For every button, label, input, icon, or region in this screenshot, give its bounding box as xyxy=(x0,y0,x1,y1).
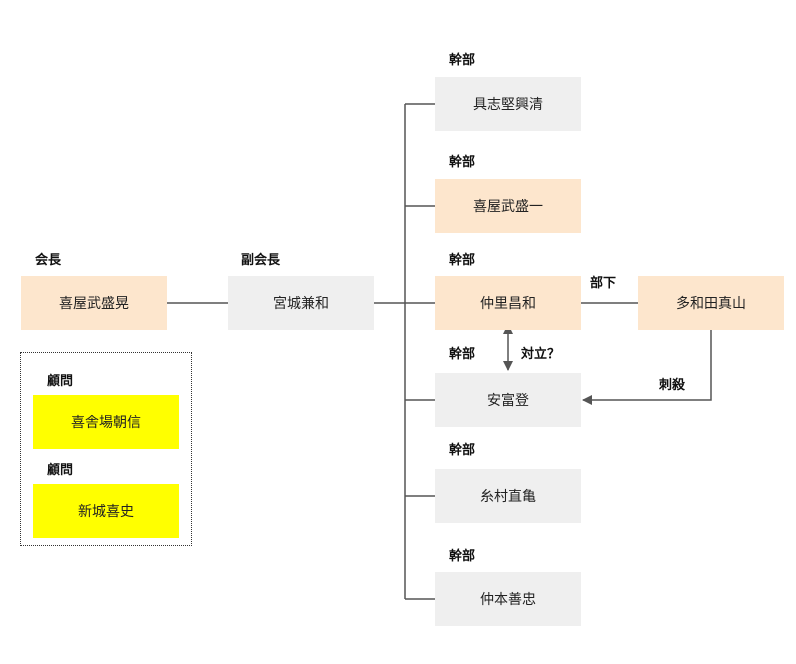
advisor-box-1[interactable]: 喜舎場朝信 xyxy=(33,395,179,449)
exec-role-label-6: 幹部 xyxy=(449,549,476,564)
exec-box-1[interactable]: 具志堅興清 xyxy=(435,77,581,131)
advisor-box-2[interactable]: 新城喜史 xyxy=(33,484,179,538)
assassination-arrow xyxy=(582,330,712,405)
exec-box-4[interactable]: 安富登 xyxy=(435,373,581,427)
subordinate-relation-label: 部下 xyxy=(590,276,617,291)
exec-box-2[interactable]: 喜屋武盛一 xyxy=(435,179,581,233)
exec-role-label-5: 幹部 xyxy=(449,443,476,458)
exec-role-label-4: 幹部 xyxy=(449,347,476,362)
exec-role-label-1: 幹部 xyxy=(449,53,476,68)
exec-box-6[interactable]: 仲本善忠 xyxy=(435,572,581,626)
assassination-label: 刺殺 xyxy=(659,378,686,393)
exec-box-3[interactable]: 仲里昌和 xyxy=(435,276,581,330)
exec-role-label-2: 幹部 xyxy=(449,155,476,170)
exec-box-5[interactable]: 糸村直亀 xyxy=(435,469,581,523)
vice-chairman-role-label: 副会長 xyxy=(241,253,281,268)
subordinate-box[interactable]: 多和田真山 xyxy=(638,276,784,330)
vice-chairman-box[interactable]: 宮城兼和 xyxy=(228,276,374,330)
chairman-box[interactable]: 喜屋武盛晃 xyxy=(21,276,167,330)
advisors-group xyxy=(20,352,192,546)
conflict-label: 対立？ xyxy=(521,347,561,362)
chairman-role-label: 会長 xyxy=(35,253,62,268)
advisor-role-label-1: 顧問 xyxy=(47,374,74,389)
advisor-role-label-2: 顧問 xyxy=(47,463,74,478)
exec-role-label-3: 幹部 xyxy=(449,253,476,268)
